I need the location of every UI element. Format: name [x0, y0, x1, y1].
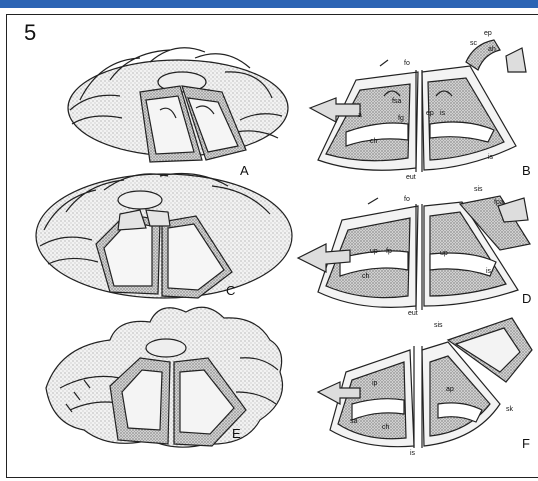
label-f-sis: sis	[434, 322, 443, 329]
panel-d-drawing	[298, 196, 530, 310]
panel-c-drawing	[36, 174, 292, 298]
label-b-ah: ah	[488, 46, 496, 53]
panel-letter-e: E	[232, 426, 241, 441]
panel-letter-d: D	[522, 291, 531, 306]
label-b-fo: fo	[404, 60, 410, 67]
label-d-fp: fp	[386, 248, 392, 255]
label-b-ch: ch	[370, 138, 377, 145]
label-d-fpa: fpa	[494, 199, 504, 206]
label-d-up-right: up	[440, 250, 448, 257]
label-b-eut: eut	[406, 174, 416, 181]
label-f-ap: ap	[446, 386, 454, 393]
panel-a-drawing	[68, 48, 288, 162]
label-b-a: a	[358, 112, 362, 119]
label-b-ep-top: ep	[484, 30, 492, 37]
label-d-is: is	[486, 268, 491, 275]
label-f-ip: ip	[372, 380, 377, 387]
panel-letter-c: C	[226, 283, 235, 298]
panel-f-drawing	[318, 318, 532, 448]
label-f-sa: sa	[350, 418, 357, 425]
label-f-sk: sk	[506, 406, 513, 413]
label-b-fsa: fsa	[392, 98, 401, 105]
panel-letter-f: F	[522, 436, 530, 451]
label-d-ch: ch	[362, 273, 369, 280]
label-b-sc: sc	[470, 40, 477, 47]
panel-e-drawing	[46, 307, 283, 447]
label-b-ep: ep	[426, 110, 434, 117]
label-f-ch: ch	[382, 424, 389, 431]
label-d-up-left: up	[370, 248, 378, 255]
label-b-is: is	[488, 154, 493, 161]
panel-letter-b: B	[522, 163, 531, 178]
label-d-eut: eut	[408, 310, 418, 317]
label-b-fg: fg	[398, 115, 404, 122]
panel-b-drawing	[310, 40, 526, 172]
label-b-is-upper: is	[440, 110, 445, 117]
label-f-is: is	[410, 450, 415, 457]
label-d-sis: sis	[474, 186, 483, 193]
panel-letter-a: A	[240, 163, 249, 178]
label-d-fo: fo	[404, 196, 410, 203]
